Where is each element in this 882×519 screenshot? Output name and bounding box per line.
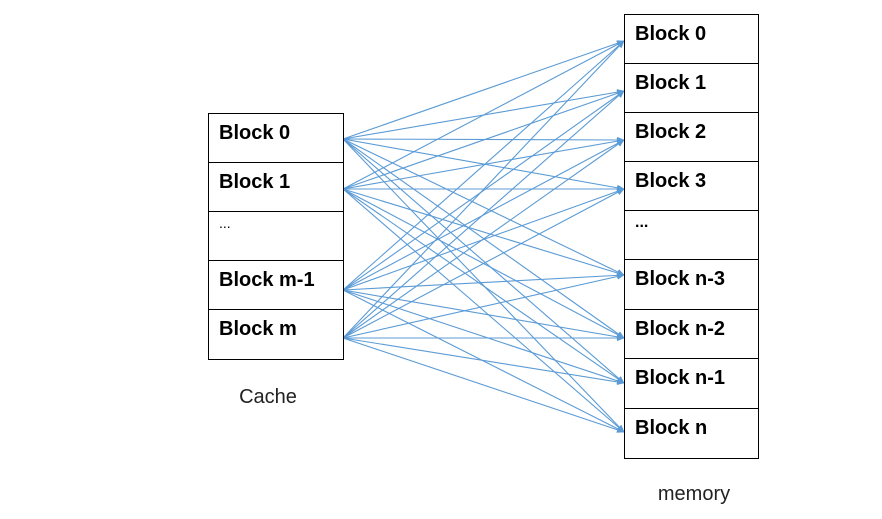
cache-block-0: Block 0 [209, 114, 343, 163]
memory-block-n-minus-2: Block n-2 [625, 310, 758, 359]
memory-block-stack: Block 0 Block 1 Block 2 Block 3 ... Bloc… [624, 14, 759, 459]
memory-block-n-minus-3: Block n-3 [625, 260, 758, 310]
arrow-cache-4-to-memory-5 [342, 273, 625, 339]
arrow-cache-1-to-memory-8 [342, 188, 625, 433]
arrow-cache-1-to-memory-5 [342, 188, 625, 276]
memory-block-1: Block 1 [625, 64, 758, 113]
arrow-cache-3-to-memory-5 [342, 272, 625, 291]
arrow-cache-0-to-memory-0 [342, 40, 625, 140]
memory-ellipsis: ... [625, 211, 758, 260]
arrow-cache-4-to-memory-8 [342, 337, 625, 433]
arrow-cache-1-to-memory-2 [342, 138, 625, 190]
arrow-cache-4-to-memory-0 [342, 40, 625, 339]
arrow-cache-0-to-memory-5 [342, 138, 625, 276]
memory-label: memory [657, 483, 731, 505]
memory-block-2: Block 2 [625, 113, 758, 162]
cache-block-m-minus-1: Block m-1 [209, 261, 343, 310]
arrow-cache-4-to-memory-3 [342, 188, 625, 339]
cache-block-1: Block 1 [209, 163, 343, 212]
memory-block-n: Block n [635, 417, 708, 439]
memory-block-n-minus-1: Block n-1 [625, 359, 758, 409]
arrow-cache-3-to-memory-0 [342, 40, 625, 291]
cache-block-stack: Block 0 Block 1 ... Block m-1 Block m [208, 113, 344, 360]
arrow-cache-4-to-memory-1 [342, 90, 625, 339]
cache-ellipsis: ... [209, 212, 343, 261]
memory-block-3: Block 3 [625, 162, 758, 211]
arrow-cache-3-to-memory-7 [342, 289, 625, 384]
arrow-cache-1-to-memory-0 [342, 40, 625, 190]
arrow-cache-1-to-memory-1 [342, 90, 625, 190]
arrow-cache-3-to-memory-1 [342, 90, 625, 291]
cache-block-m: Block m [219, 318, 297, 340]
arrow-cache-1-to-memory-7 [342, 188, 625, 384]
arrow-cache-3-to-memory-6 [342, 289, 625, 340]
arrow-cache-0-to-memory-7 [342, 138, 625, 384]
cache-label: Cache [239, 386, 297, 408]
memory-block-0: Block 0 [625, 15, 758, 64]
arrow-cache-4-to-memory-2 [342, 139, 625, 339]
arrow-cache-4-to-memory-7 [342, 337, 625, 385]
